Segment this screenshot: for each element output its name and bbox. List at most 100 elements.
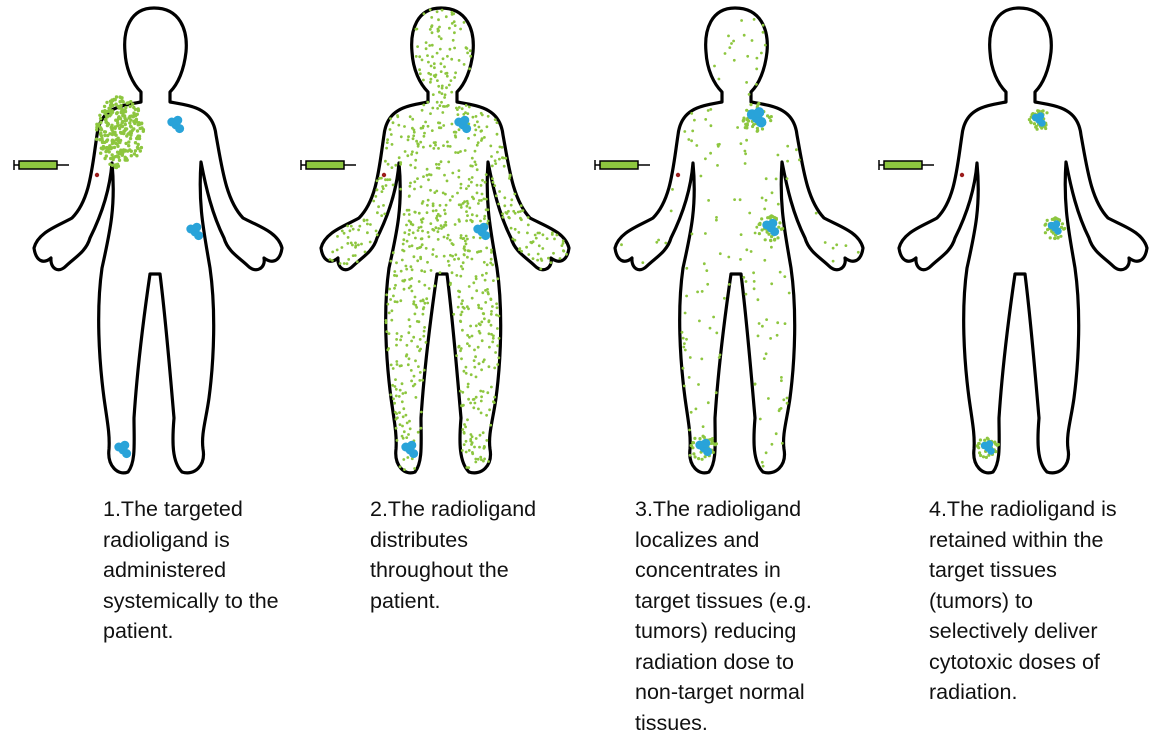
radioligand-dot	[134, 149, 137, 152]
radioligand-dot	[690, 112, 693, 115]
radioligand-dot	[715, 391, 718, 394]
body-outline	[34, 8, 282, 473]
radioligand-dot	[782, 398, 785, 401]
radioligand-dot	[496, 363, 499, 366]
radioligand-dot	[389, 260, 392, 263]
injection-site	[676, 173, 680, 177]
radioligand-dot	[124, 142, 127, 145]
radioligand-dot	[473, 359, 476, 362]
radioligand-dot	[684, 312, 687, 315]
radioligand-dot	[441, 85, 444, 88]
radioligand-dot	[493, 367, 496, 370]
radioligand-dot	[413, 300, 416, 303]
radioligand-dot	[409, 325, 412, 328]
radioligand-dot	[403, 468, 406, 471]
radioligand-dot	[410, 369, 413, 372]
radioligand-dot	[1046, 219, 1049, 222]
radioligand-dot	[736, 126, 739, 129]
radioligand-dot	[402, 392, 405, 395]
radioligand-dot	[114, 103, 117, 106]
radioligand-dot	[336, 235, 339, 238]
radioligand-dot	[707, 109, 710, 112]
radioligand-dot	[771, 191, 774, 194]
radioligand-dot	[471, 165, 474, 168]
radioligand-dot	[463, 423, 466, 426]
radioligand-dot	[469, 55, 472, 58]
radioligand-dot	[453, 258, 456, 261]
radioligand-dot	[457, 346, 460, 349]
radioligand-dot	[446, 75, 449, 78]
radioligand-dot	[464, 149, 467, 152]
radioligand-dot	[477, 202, 480, 205]
radioligand-dot	[771, 443, 774, 446]
radioligand-dot	[420, 269, 423, 272]
radioligand-dot	[491, 165, 494, 168]
radioligand-dot	[463, 63, 466, 66]
radioligand-dot	[124, 106, 127, 109]
radioligand-dot	[795, 148, 798, 151]
radioligand-dot	[472, 281, 475, 284]
radioligand-dot	[477, 141, 480, 144]
radioligand-dot	[512, 210, 515, 213]
radioligand-dot	[682, 367, 685, 370]
radioligand-dot	[765, 318, 768, 321]
radioligand-dot	[443, 96, 446, 99]
radioligand-dot	[425, 297, 428, 300]
radioligand-dot	[745, 139, 748, 142]
radioligand-dot	[404, 391, 407, 394]
radioligand-dot	[689, 454, 692, 457]
radioligand-dot	[750, 250, 753, 253]
radioligand-dot	[346, 225, 349, 228]
radioligand-dot	[520, 204, 523, 207]
radioligand-dot	[471, 297, 474, 300]
radioligand-dot	[113, 131, 116, 134]
radioligand-dot	[764, 238, 767, 241]
radioligand-dot	[471, 213, 474, 216]
radioligand-dot	[437, 230, 440, 233]
radioligand-dot	[389, 128, 392, 131]
step-1-panel: 1.The targeted radioligand is administer…	[0, 0, 290, 738]
radioligand-dot	[418, 379, 421, 382]
radioligand-dot	[740, 19, 743, 22]
radioligand-dot	[341, 246, 344, 249]
radioligand-dot	[116, 111, 119, 114]
radioligand-dot	[423, 330, 426, 333]
radioligand-dot	[1057, 236, 1060, 239]
radioligand-dot	[386, 138, 389, 141]
radioligand-dot	[390, 133, 393, 136]
radioligand-dot	[441, 92, 444, 95]
radioligand-dot	[111, 109, 114, 112]
radioligand-dot	[403, 279, 406, 282]
radioligand-dot	[436, 167, 439, 170]
radioligand-dot	[486, 125, 489, 128]
radioligand-dot	[446, 105, 449, 108]
radioligand-dot	[396, 363, 399, 366]
radioligand-dot	[705, 269, 708, 272]
radioligand-dot	[398, 395, 401, 398]
radioligand-dot	[449, 283, 452, 286]
radioligand-dot	[688, 376, 691, 379]
radioligand-dot	[706, 283, 709, 286]
radioligand-dot	[780, 376, 783, 379]
radioligand-dot	[477, 408, 480, 411]
radioligand-dot	[682, 346, 685, 349]
radioligand-dot	[473, 398, 476, 401]
radioligand-dot	[104, 130, 107, 133]
radioligand-dot	[480, 321, 483, 324]
radioligand-dot	[459, 187, 462, 190]
radioligand-dot	[402, 458, 405, 461]
radioligand-dot	[431, 228, 434, 231]
radioligand-dot	[418, 55, 421, 58]
radioligand-dot	[395, 388, 398, 391]
radioligand-dot	[770, 282, 773, 285]
radioligand-dot	[483, 217, 486, 220]
radioligand-dot	[99, 152, 102, 155]
radioligand-dot	[449, 239, 452, 242]
radioligand-dot	[459, 320, 462, 323]
radioligand-dot	[461, 107, 464, 110]
radioligand-dot	[403, 430, 406, 433]
radioligand-dot	[476, 144, 479, 147]
radioligand-dot	[503, 204, 506, 207]
radioligand-dot	[773, 216, 776, 219]
radioligand-dot	[436, 10, 439, 13]
